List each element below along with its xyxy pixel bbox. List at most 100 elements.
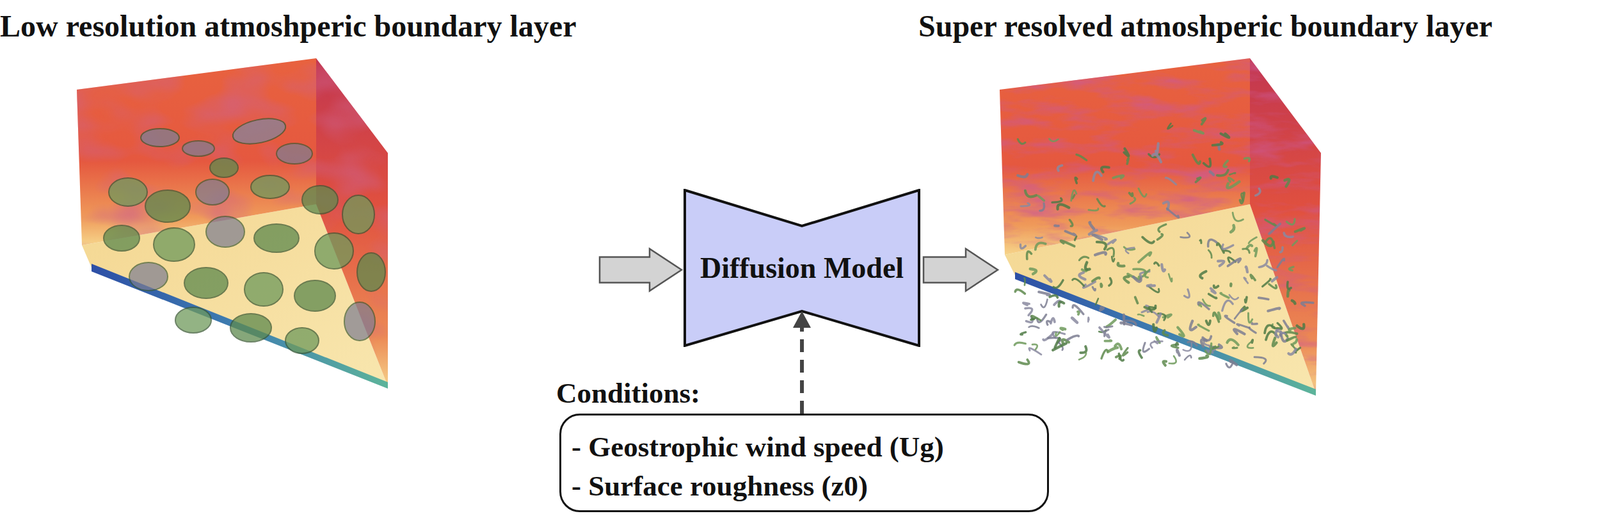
fine-vortex: [1104, 326, 1113, 328]
fine-vortex: [1163, 360, 1167, 365]
fine-vortex: [1043, 333, 1054, 341]
fine-vortex: [1074, 236, 1077, 240]
vortex-blob: [250, 175, 290, 199]
fine-vortex: [1212, 346, 1219, 349]
fine-vortex: [1155, 143, 1159, 154]
vortex-blob: [140, 128, 180, 147]
fine-vortex: [1075, 177, 1078, 184]
fine-vortex: [1286, 218, 1295, 225]
fine-vortex: [1245, 296, 1247, 303]
fine-vortex: [1264, 325, 1275, 333]
fine-vortex: [1223, 160, 1228, 167]
fine-vortex: [1297, 324, 1305, 329]
fine-vortex: [1265, 238, 1275, 249]
vortex-blob: [314, 232, 354, 269]
fine-vortex: [1244, 277, 1248, 284]
side-wall-texture: [1249, 58, 1321, 393]
fine-vortex: [1092, 277, 1100, 282]
vortex-blob: [195, 179, 230, 205]
fine-vortex: [1226, 362, 1233, 368]
fine-vortex: [1133, 277, 1142, 282]
fine-vortex: [1064, 231, 1076, 235]
fine-vortex: [1057, 165, 1063, 171]
fine-vortex: [1280, 247, 1283, 253]
side-wall: [316, 58, 388, 386]
fine-vortex: [1248, 312, 1252, 323]
block-arrow: [923, 248, 998, 292]
fine-vortex: [1226, 181, 1240, 189]
fine-vortex: [1143, 343, 1149, 352]
fine-vortex: [1293, 339, 1297, 344]
fine-vortex: [1148, 306, 1156, 312]
fine-vortex: [1192, 154, 1200, 164]
fine-vortex: [1088, 208, 1099, 211]
condition-item: - Geostrophic wind speed (Ug): [571, 427, 1048, 467]
conditions-heading: Conditions:: [556, 375, 701, 411]
cube-panel: Super resolved atmoshperic boundary laye…: [999, 58, 1321, 393]
fine-vortex: [1018, 359, 1030, 365]
fine-vortex: [1107, 239, 1116, 244]
fine-vortex: [1137, 314, 1144, 316]
fine-vortex: [1150, 341, 1163, 348]
fine-vortex: [1276, 323, 1282, 329]
fine-vortex: [1153, 324, 1157, 332]
fine-vortex: [1234, 308, 1243, 319]
fine-vortex: [1267, 307, 1280, 311]
back-wall: [76, 58, 317, 246]
fine-vortex: [1220, 293, 1229, 298]
fine-vortex: [1233, 328, 1245, 334]
fine-vortex: [1147, 311, 1159, 317]
fine-vortex: [1038, 291, 1050, 295]
fine-vortex: [1101, 167, 1110, 173]
vortex-blob: [184, 267, 228, 299]
fine-vortex: [1027, 251, 1032, 260]
fine-vortex: [1127, 158, 1129, 164]
fine-vortex: [1054, 337, 1060, 348]
fine-vortex: [1177, 327, 1184, 336]
fine-vortex: [1180, 232, 1190, 238]
fine-vortex: [1169, 355, 1177, 364]
fine-vortex: [1152, 154, 1161, 162]
fine-vortex: [1269, 224, 1280, 235]
vortex-blob: [302, 185, 338, 214]
fine-vortex: [1111, 256, 1115, 262]
fine-vortex: [1287, 336, 1296, 340]
block-arrow-shape: [599, 248, 682, 292]
vortex-blob: [145, 190, 191, 223]
fine-vortex: [1272, 277, 1278, 281]
fine-vortex: [1288, 328, 1295, 331]
super-res-cube: [999, 58, 1321, 396]
ground-stripe: [1015, 272, 1316, 396]
fine-vortex: [1109, 278, 1112, 287]
fine-vortex: [1275, 330, 1279, 338]
fine-vortex: [1095, 298, 1099, 305]
fine-vortex: [1048, 138, 1058, 142]
fine-vortex: [1240, 193, 1243, 201]
fine-vortex: [1255, 188, 1261, 196]
fine-vortex: [1089, 230, 1097, 235]
fine-vortex: [1201, 339, 1207, 347]
fine-vortex: [1142, 236, 1154, 243]
fine-vortex: [1158, 224, 1167, 233]
fine-vortex: [1203, 158, 1211, 167]
fine-vortex: [1229, 283, 1233, 286]
fine-vortex: [1085, 262, 1090, 270]
fine-vortex: [1230, 225, 1234, 233]
fine-vortex: [1079, 352, 1087, 360]
fine-vortex: [1195, 177, 1200, 182]
fine-vortex: [1217, 170, 1229, 176]
fine-vortex: [1061, 240, 1075, 247]
fine-vortex: [1100, 284, 1102, 287]
fine-vortex: [1190, 320, 1197, 330]
dashed-arrow: [792, 311, 811, 414]
fine-vortex: [1288, 266, 1294, 271]
fine-vortex: [1194, 130, 1204, 134]
fine-vortex: [1167, 123, 1173, 129]
fine-vortex: [1295, 228, 1305, 232]
fine-vortex: [1138, 188, 1147, 197]
fine-vortex: [1217, 260, 1224, 266]
back-wall-texture: [999, 58, 1250, 255]
fine-vortex: [1120, 322, 1132, 326]
fine-vortex: [1047, 320, 1051, 325]
